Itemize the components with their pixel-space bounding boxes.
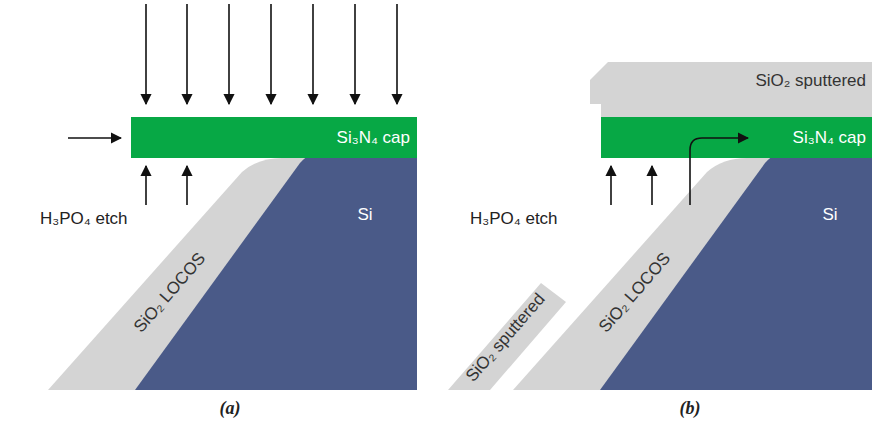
sputtered-oxide bbox=[590, 62, 872, 117]
sputtered-label: SiO₂ sputtered bbox=[462, 290, 547, 385]
nitride-cap-label: Si₃N₄ cap bbox=[337, 129, 410, 146]
layer-region: SiO₂ LOCOS bbox=[60, 170, 290, 390]
nitride-cap bbox=[131, 117, 417, 158]
silicon-label: Si bbox=[357, 206, 372, 223]
etch-arrows bbox=[611, 138, 748, 205]
locos-label: SiO₂ LOCOS bbox=[596, 249, 674, 335]
nitride-cap-label: Si₃N₄ cap bbox=[793, 129, 866, 146]
layer-region: Si₃N₄ cap bbox=[601, 117, 872, 158]
silicon-label: Si bbox=[822, 206, 837, 223]
etch-label: H₃PO₄ etch bbox=[470, 210, 558, 227]
layer-region: SiO₂ LOCOS bbox=[525, 170, 755, 390]
panel-label: (a) bbox=[220, 399, 241, 417]
layer-region: SiO₂ sputtered bbox=[448, 283, 566, 390]
layer-region: Si bbox=[300, 151, 417, 390]
layer-region: Si bbox=[765, 151, 872, 390]
panel-label: (b) bbox=[680, 399, 701, 417]
layer-region: SiO₂ sputtered bbox=[590, 62, 872, 117]
locos-label: SiO₂ LOCOS bbox=[131, 249, 209, 335]
etch-label: H₃PO₄ etch bbox=[40, 210, 128, 227]
sputtered-label: SiO₂ sputtered bbox=[755, 72, 866, 89]
etch-arrows bbox=[68, 4, 397, 205]
layer-region: Si₃N₄ cap bbox=[131, 117, 417, 158]
